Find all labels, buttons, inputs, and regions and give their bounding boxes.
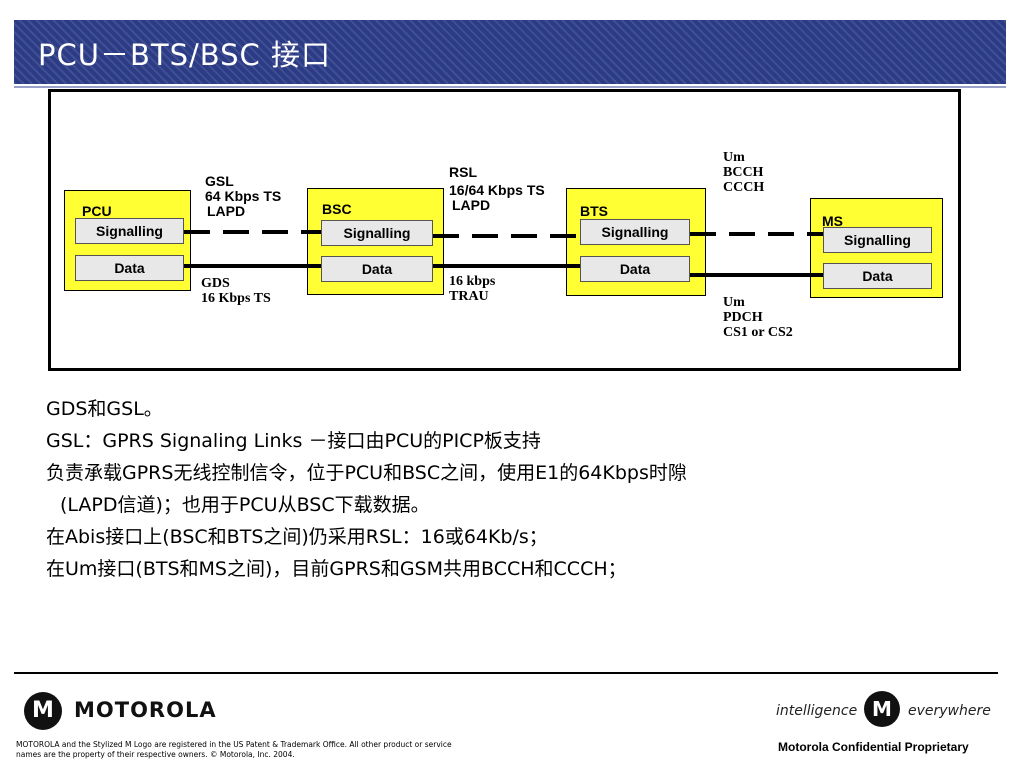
bullet-item: 负责承载GPRS无线控制信令，位于PCU和BSC之间，使用E1的64Kbps时隙 <box>46 462 687 484</box>
bsc-signalling-cell: Signalling <box>321 220 433 246</box>
motorola-logo-icon-small: M <box>864 691 900 727</box>
tagline-intelligence: intelligence <box>776 703 858 719</box>
legal-disclaimer: MOTOROLA and the Stylized M Logo are reg… <box>16 740 452 759</box>
pcu-label: PCU <box>82 203 112 219</box>
slide-title: PCU－BTS/BSC 接口 <box>38 38 332 72</box>
ms-data-cell: Data <box>823 263 932 289</box>
pcu-signalling-cell: Signalling <box>75 218 184 244</box>
bullet-item: 在Um接口(BTS和MS之间)，目前GPRS和GSM共用BCCH和CCCH； <box>46 558 627 580</box>
bullet-item: GSL：GPRS Signaling Links －接口由PCU的PICP板支持 <box>46 430 541 452</box>
bts-signalling-cell: Signalling <box>580 219 690 245</box>
ms-signalling-cell: Signalling <box>823 227 932 253</box>
rsl-annotation: RSL 16/64 Kbps TS LAPD <box>449 164 545 213</box>
um-data-annotation: Um PDCH CS1 or CS2 <box>723 295 793 340</box>
gds-annotation: GDS 16 Kbps TS <box>201 276 271 306</box>
trau-annotation: 16 kbps TRAU <box>449 274 496 304</box>
title-bar <box>14 20 1006 84</box>
tagline-everywhere: everywhere <box>908 703 991 719</box>
bsc-data-cell: Data <box>321 256 433 282</box>
bullet-item: GDS和GSL。 <box>46 398 163 420</box>
um-control-annotation: Um BCCH CCCH <box>723 150 765 195</box>
motorola-logo-icon: M <box>24 692 62 730</box>
confidential-notice: Motorola Confidential Proprietary <box>778 740 969 754</box>
bullet-item-continuation: (LAPD信道)；也用于PCU从BSC下载数据。 <box>60 494 430 516</box>
ms-label: MS <box>822 213 843 229</box>
gsl-annotation: GSL 64 Kbps TS LAPD <box>205 173 282 219</box>
bts-data-cell: Data <box>580 256 690 282</box>
title-underline <box>14 86 1006 88</box>
pcu-data-cell: Data <box>75 255 184 281</box>
bts-label: BTS <box>580 203 608 219</box>
brand-wordmark: MOTOROLA <box>74 698 217 722</box>
bsc-label: BSC <box>322 201 352 217</box>
bullet-list: GDS和GSL。 GSL：GPRS Signaling Links －接口由PC… <box>46 393 687 585</box>
bullet-item: 在Abis接口上(BSC和BTS之间)仍采用RSL：16或64Kb/s； <box>46 526 548 548</box>
footer-divider <box>14 672 998 674</box>
